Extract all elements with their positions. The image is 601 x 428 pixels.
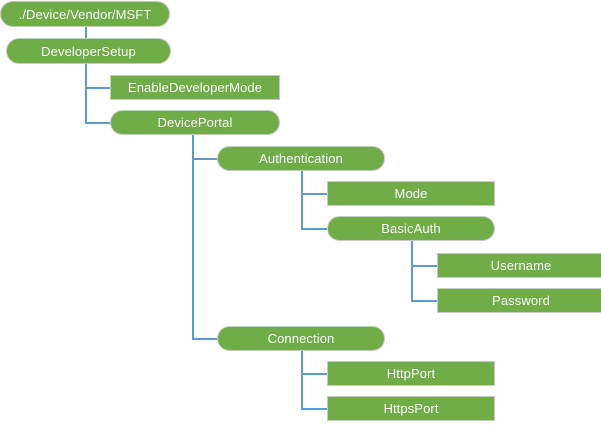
tree-node-developersetup[interactable]: DeveloperSetup: [6, 38, 171, 64]
tree-node-mode[interactable]: Mode: [327, 181, 495, 206]
connector-connection-to-httpsport: [301, 351, 327, 410]
tree-node-username[interactable]: Username: [437, 253, 601, 278]
connector-authentication-to-basicauth: [301, 171, 327, 230]
connector-developersetup-to-enabledevelopermode: [85, 64, 110, 89]
tree-node-httpport[interactable]: HttpPort: [327, 361, 495, 386]
tree-node-enabledevelopermode[interactable]: EnableDeveloperMode: [110, 75, 280, 100]
connector-deviceportal-to-authentication: [192, 135, 217, 160]
tree-node-label: Password: [492, 293, 550, 308]
tree-node-password[interactable]: Password: [437, 288, 601, 313]
tree-node-label: Username: [490, 258, 552, 273]
tree-node-root[interactable]: ./Device/Vendor/MSFT: [0, 1, 170, 27]
connector-connection-to-httpport: [301, 351, 327, 375]
connector-basicauth-to-password: [411, 241, 437, 302]
tree-node-label: BasicAuth: [381, 221, 441, 236]
tree-node-label: DeveloperSetup: [41, 43, 136, 59]
tree-node-label: HttpPort: [386, 366, 436, 381]
tree-node-label: EnableDeveloperMode: [127, 80, 263, 95]
tree-node-label: Authentication: [259, 151, 343, 166]
connector-basicauth-to-username: [411, 241, 437, 267]
tree-node-label: ./Device/Vendor/MSFT: [18, 6, 152, 22]
tree-node-authentication[interactable]: Authentication: [217, 146, 385, 171]
tree-node-label: DevicePortal: [157, 115, 233, 130]
tree-node-basicauth[interactable]: BasicAuth: [327, 216, 495, 241]
tree-node-httpsport[interactable]: HttpsPort: [327, 396, 495, 421]
tree-node-label: Mode: [394, 186, 428, 201]
connector-deviceportal-to-connection: [192, 135, 217, 340]
tree-node-label: HttpsPort: [383, 401, 439, 416]
tree-node-label: Connection: [267, 331, 335, 346]
tree-node-connection[interactable]: Connection: [217, 326, 385, 351]
connector-developersetup-to-deviceportal: [85, 64, 110, 124]
connector-authentication-to-mode: [301, 171, 327, 195]
tree-node-deviceportal[interactable]: DevicePortal: [110, 110, 280, 135]
